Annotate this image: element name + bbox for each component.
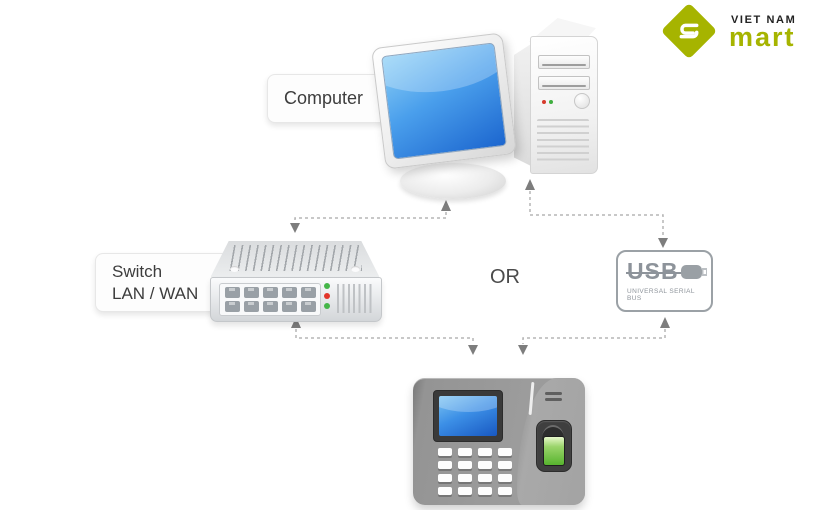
ethernet-port bbox=[243, 301, 259, 312]
ethernet-port bbox=[243, 287, 259, 298]
arrowhead-down-usb bbox=[658, 238, 668, 248]
screen-glare bbox=[439, 396, 497, 412]
switch-top-face bbox=[210, 241, 380, 278]
status-led bbox=[324, 303, 330, 309]
keypad-key bbox=[458, 461, 472, 469]
ethernet-port bbox=[224, 287, 240, 298]
switch-front-face bbox=[210, 277, 382, 322]
switch-ports bbox=[219, 283, 321, 316]
logo-monogram-icon bbox=[669, 11, 709, 51]
keypad-key bbox=[458, 448, 472, 456]
switch-label-line1: Switch bbox=[112, 262, 163, 282]
drive-bay bbox=[538, 76, 590, 90]
ethernet-port bbox=[262, 287, 278, 298]
keypad-key bbox=[498, 461, 512, 469]
ethernet-port bbox=[281, 301, 297, 312]
network-switch bbox=[210, 241, 382, 322]
logo-text-mart: mart bbox=[729, 22, 796, 52]
keypad-key bbox=[478, 461, 492, 469]
computer-tower bbox=[514, 18, 598, 178]
connector-computer-usb bbox=[529, 191, 664, 237]
arrowhead-up-computer bbox=[441, 200, 451, 211]
computer-label-text: Computer bbox=[284, 88, 364, 108]
switch-led-column bbox=[324, 283, 330, 309]
keypad-key bbox=[478, 474, 492, 482]
keypad-key bbox=[438, 487, 452, 495]
keypad-key bbox=[438, 461, 452, 469]
switch-side-vents bbox=[337, 284, 373, 313]
smart-vietnam-logo: VIET NAM mart bbox=[655, 0, 815, 75]
arrowhead-down-switch bbox=[290, 223, 300, 233]
power-button bbox=[574, 93, 590, 109]
device-screen-bezel bbox=[433, 390, 503, 442]
tower-front-face bbox=[530, 36, 598, 174]
connector-switch-device bbox=[295, 329, 474, 344]
screw-hole bbox=[230, 266, 239, 272]
monitor-base bbox=[400, 163, 506, 199]
arrowhead-up-usb bbox=[660, 317, 670, 328]
usb-strikethrough-line bbox=[626, 272, 684, 274]
computer-monitor bbox=[371, 32, 517, 170]
screw-hole bbox=[351, 266, 360, 272]
drive-bay bbox=[538, 55, 590, 69]
arrowhead-up-tower bbox=[525, 179, 535, 190]
status-led bbox=[324, 283, 330, 289]
switch-vent-hatch bbox=[228, 245, 362, 271]
device-keypad bbox=[438, 448, 512, 495]
logo-text-vietnam: VIET NAM bbox=[731, 14, 797, 26]
keypad-key bbox=[438, 474, 452, 482]
keypad-key bbox=[498, 474, 512, 482]
usb-subtitle: UNIVERSAL SERIAL BUS bbox=[627, 288, 695, 302]
arrowhead-down-device-left bbox=[468, 345, 478, 355]
monitor-screen bbox=[381, 42, 507, 160]
usb-cable-line bbox=[662, 272, 684, 274]
arrowhead-down-device-right bbox=[518, 345, 528, 355]
keypad-key bbox=[478, 448, 492, 456]
keypad-key bbox=[458, 474, 472, 482]
ethernet-port bbox=[262, 301, 278, 312]
usb-icon: USB UNIVERSAL SERIAL BUS bbox=[616, 250, 713, 312]
device-screen bbox=[439, 396, 497, 436]
keypad-key bbox=[498, 448, 512, 456]
status-led bbox=[324, 293, 330, 299]
ethernet-port bbox=[300, 287, 316, 298]
or-label: OR bbox=[490, 266, 520, 288]
ethernet-port bbox=[300, 301, 316, 312]
usb-plug-icon bbox=[680, 262, 710, 287]
connector-computer-switch bbox=[294, 212, 447, 223]
tower-side-face bbox=[514, 44, 531, 166]
ethernet-port bbox=[281, 287, 297, 298]
keypad-key bbox=[458, 487, 472, 495]
connector-usb-device bbox=[522, 329, 666, 344]
fingerprint-sensor bbox=[536, 420, 572, 472]
fingerprint-device bbox=[413, 378, 585, 505]
speaker-line bbox=[545, 398, 562, 401]
switch-label-line2: LAN / WAN bbox=[112, 283, 199, 303]
sensor-green-window bbox=[543, 436, 565, 466]
tower-vents bbox=[537, 119, 589, 165]
keypad-key bbox=[498, 487, 512, 495]
usb-title: USB bbox=[627, 258, 679, 284]
tower-led-green bbox=[549, 100, 553, 104]
speaker-line bbox=[545, 392, 562, 395]
tower-led-red bbox=[542, 100, 546, 104]
ethernet-port bbox=[224, 301, 240, 312]
keypad-key bbox=[438, 448, 452, 456]
keypad-key bbox=[478, 487, 492, 495]
